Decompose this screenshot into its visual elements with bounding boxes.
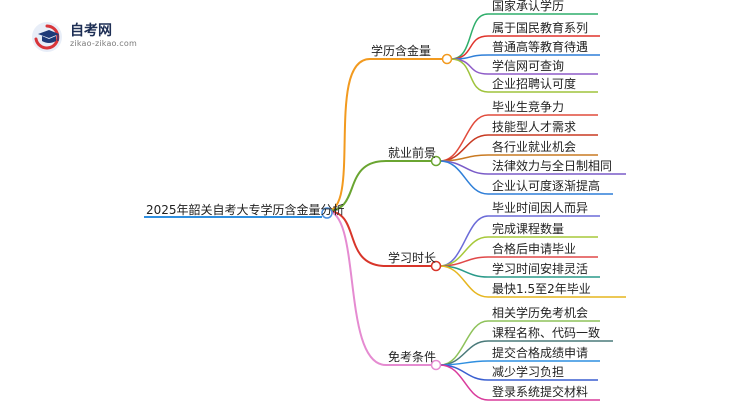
root-topic: 2025年韶关自考大专学历含金量分析 xyxy=(146,203,345,217)
child-topic: 完成课程数量 xyxy=(492,222,565,236)
child-topic: 毕业生竞争力 xyxy=(492,100,565,114)
child-connector xyxy=(439,364,489,401)
child-topic: 课程名称、代码一致 xyxy=(492,326,601,340)
child-connector xyxy=(439,320,489,366)
child-topic: 属于国民教育系列 xyxy=(492,21,589,35)
branch-node-2 xyxy=(430,155,442,167)
child-connector xyxy=(450,58,489,75)
child-connector xyxy=(439,265,489,298)
child-topic: 合格后申请毕业 xyxy=(492,242,577,256)
child-topic: 国家承认学历 xyxy=(492,0,565,13)
child-topic: 毕业时间因人而异 xyxy=(492,201,589,215)
branch-connector-4 xyxy=(326,210,387,366)
child-connector xyxy=(450,58,489,93)
child-connector xyxy=(450,54,489,60)
child-topic: 登录系统提交材料 xyxy=(492,385,589,399)
graduation-cap-icon xyxy=(32,22,62,52)
child-connector xyxy=(439,160,489,195)
branch-connector-3 xyxy=(326,210,387,267)
logo-title: 自考网 xyxy=(70,23,112,39)
branch-label-3: 学习时长 xyxy=(388,251,437,265)
child-topic: 最快1.5至2年毕业 xyxy=(492,282,591,296)
branch-connector-1 xyxy=(326,58,371,212)
branch-node-1 xyxy=(441,53,453,65)
branch-label-1: 学历含金量 xyxy=(371,44,432,58)
site-logo[interactable]: 自考网 zikao-zikao.com xyxy=(32,20,142,54)
child-connector xyxy=(439,160,489,175)
child-topic: 法律效力与全日制相同 xyxy=(492,159,613,173)
logo-url: zikao-zikao.com xyxy=(70,39,137,48)
child-topic: 各行业就业机会 xyxy=(492,140,577,154)
child-topic: 提交合格成绩申请 xyxy=(492,346,589,360)
child-topic: 企业招聘认可度 xyxy=(492,77,577,91)
child-connector xyxy=(439,154,489,162)
branch-node-4 xyxy=(430,359,442,371)
child-topic: 普通高等教育待遇 xyxy=(492,40,589,54)
branch-label-2: 就业前景 xyxy=(388,146,437,160)
branch-label-4: 免考条件 xyxy=(388,350,437,364)
branch-node-3 xyxy=(430,260,442,272)
child-topic: 减少学习负担 xyxy=(492,365,565,379)
child-topic: 学信网可查询 xyxy=(492,59,565,73)
root-node xyxy=(321,207,333,219)
child-topic: 学习时间安排灵活 xyxy=(492,262,589,276)
child-topic: 相关学历免考机会 xyxy=(492,306,589,320)
child-connector xyxy=(439,114,489,162)
child-connector xyxy=(439,215,489,267)
child-connector xyxy=(439,364,489,381)
branch-connector-2 xyxy=(326,160,387,212)
child-topic: 企业认可度逐渐提高 xyxy=(492,179,601,193)
child-topic: 技能型人才需求 xyxy=(492,120,577,134)
